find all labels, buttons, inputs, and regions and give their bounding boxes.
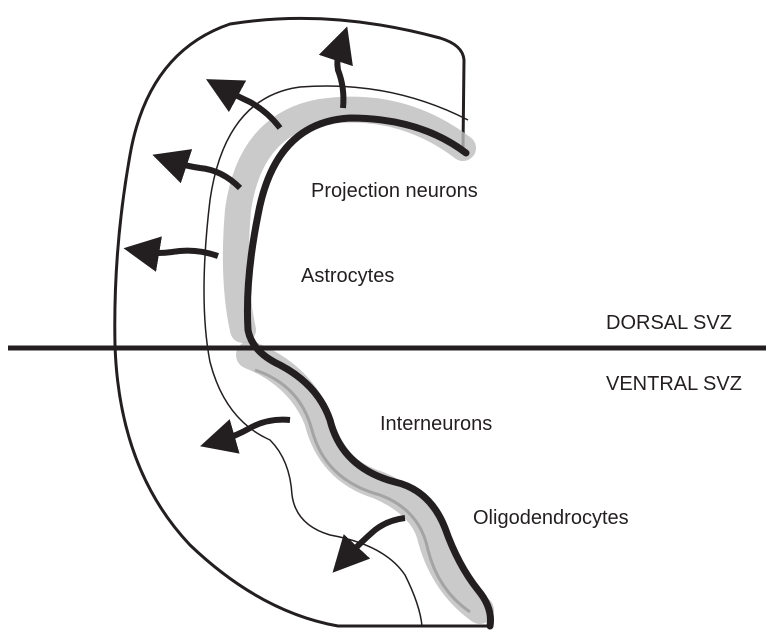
label-projection-neurons: Projection neurons xyxy=(311,181,478,201)
label-oligodendrocytes: Oligodendrocytes xyxy=(473,508,629,528)
label-dorsal-svz: DORSAL SVZ xyxy=(606,313,732,333)
label-ventral-svz: VENTRAL SVZ xyxy=(606,374,742,394)
migration-arrow-5 xyxy=(222,420,290,440)
migration-arrow-4 xyxy=(146,251,218,256)
label-interneurons: Interneurons xyxy=(380,414,492,434)
ventral-svz-shading xyxy=(250,355,480,610)
dorsal-svz-shading xyxy=(236,110,463,330)
label-astrocytes: Astrocytes xyxy=(301,266,394,286)
